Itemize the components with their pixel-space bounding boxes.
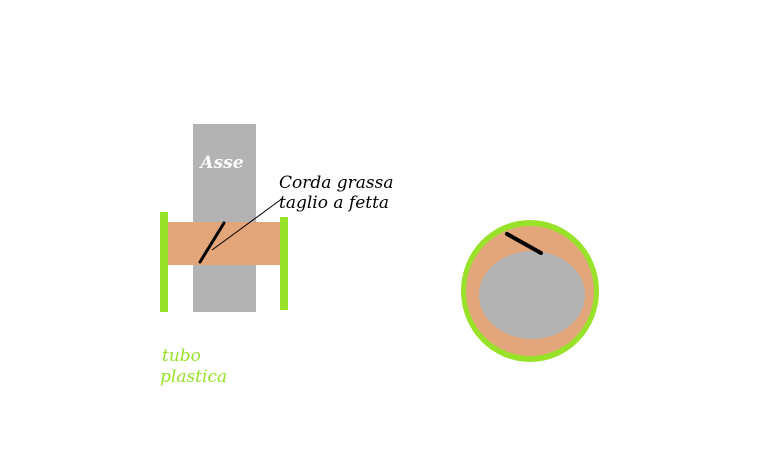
cord-cut-line xyxy=(198,221,226,264)
cord-band xyxy=(167,222,283,265)
tube-left-wall xyxy=(160,212,168,312)
cord-pointer-line xyxy=(211,197,284,251)
side-view: Asse Corda grassa taglio a fetta tubo pl… xyxy=(160,124,394,387)
cord-label-line1: Corda grassa xyxy=(279,173,394,193)
tube-label-line1: tubo xyxy=(162,346,201,366)
cord-label-line2: taglio a fetta xyxy=(279,193,389,213)
axle-section xyxy=(479,251,585,339)
axle-shaft xyxy=(193,124,256,312)
cross-section-view xyxy=(461,220,599,362)
tube-label-line2: plastica xyxy=(160,367,227,387)
axle-label: Asse xyxy=(198,153,243,173)
tube-right-wall xyxy=(280,217,288,310)
section-cut-line xyxy=(505,232,543,255)
